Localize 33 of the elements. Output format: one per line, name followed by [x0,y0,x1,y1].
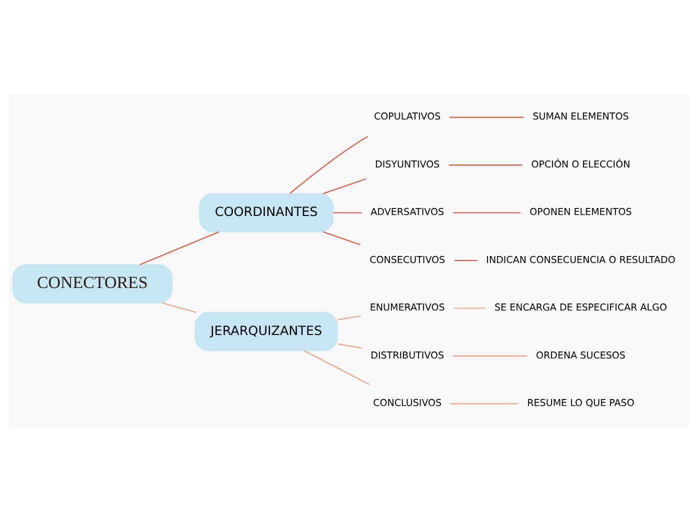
node-box: COORDINANTES [198,192,334,232]
node-text: RESUME LO QUE PASO [527,398,634,408]
node-text: CONCLUSIVOS [373,398,442,408]
node-text: INDICAN CONSECUENCIA O RESULTADO [486,254,676,266]
node-text: COPULATIVOS [374,111,441,122]
connector [454,259,478,261]
node-text: OPONEN ELEMENTOS [530,206,632,218]
connector [162,302,196,312]
connector [140,230,220,265]
connector [338,314,361,320]
node-text: SE ENCARGA DE ESPECIFICAR ALGO [494,302,668,314]
connector [322,230,361,245]
node-text: DISYUNTIVOS [375,158,440,170]
connector [290,135,368,194]
connector [304,350,370,384]
connector [450,402,518,404]
connector [322,178,366,194]
node-text: ADVERSATIVOS [370,206,444,218]
connector [449,116,524,118]
connector [333,212,362,213]
node-text: SUMAN ELEMENTOS [532,111,629,122]
node-text: ORDENA SUCESOS [536,350,626,361]
node-text: OPCIÓN O ELECCIÓN [531,158,630,170]
node-text: ENUMERATIVOS [370,302,445,314]
connector [449,164,522,166]
node-box: JERARQUIZANTES [194,311,338,351]
connector [338,342,362,348]
node-box: CONECTORES [12,264,172,303]
connector [452,212,521,213]
node-text: DISTRIBUTIVOS [370,350,444,361]
node-text: CONSECUTIVOS [370,254,446,266]
connector [454,307,486,308]
connector [452,354,528,356]
